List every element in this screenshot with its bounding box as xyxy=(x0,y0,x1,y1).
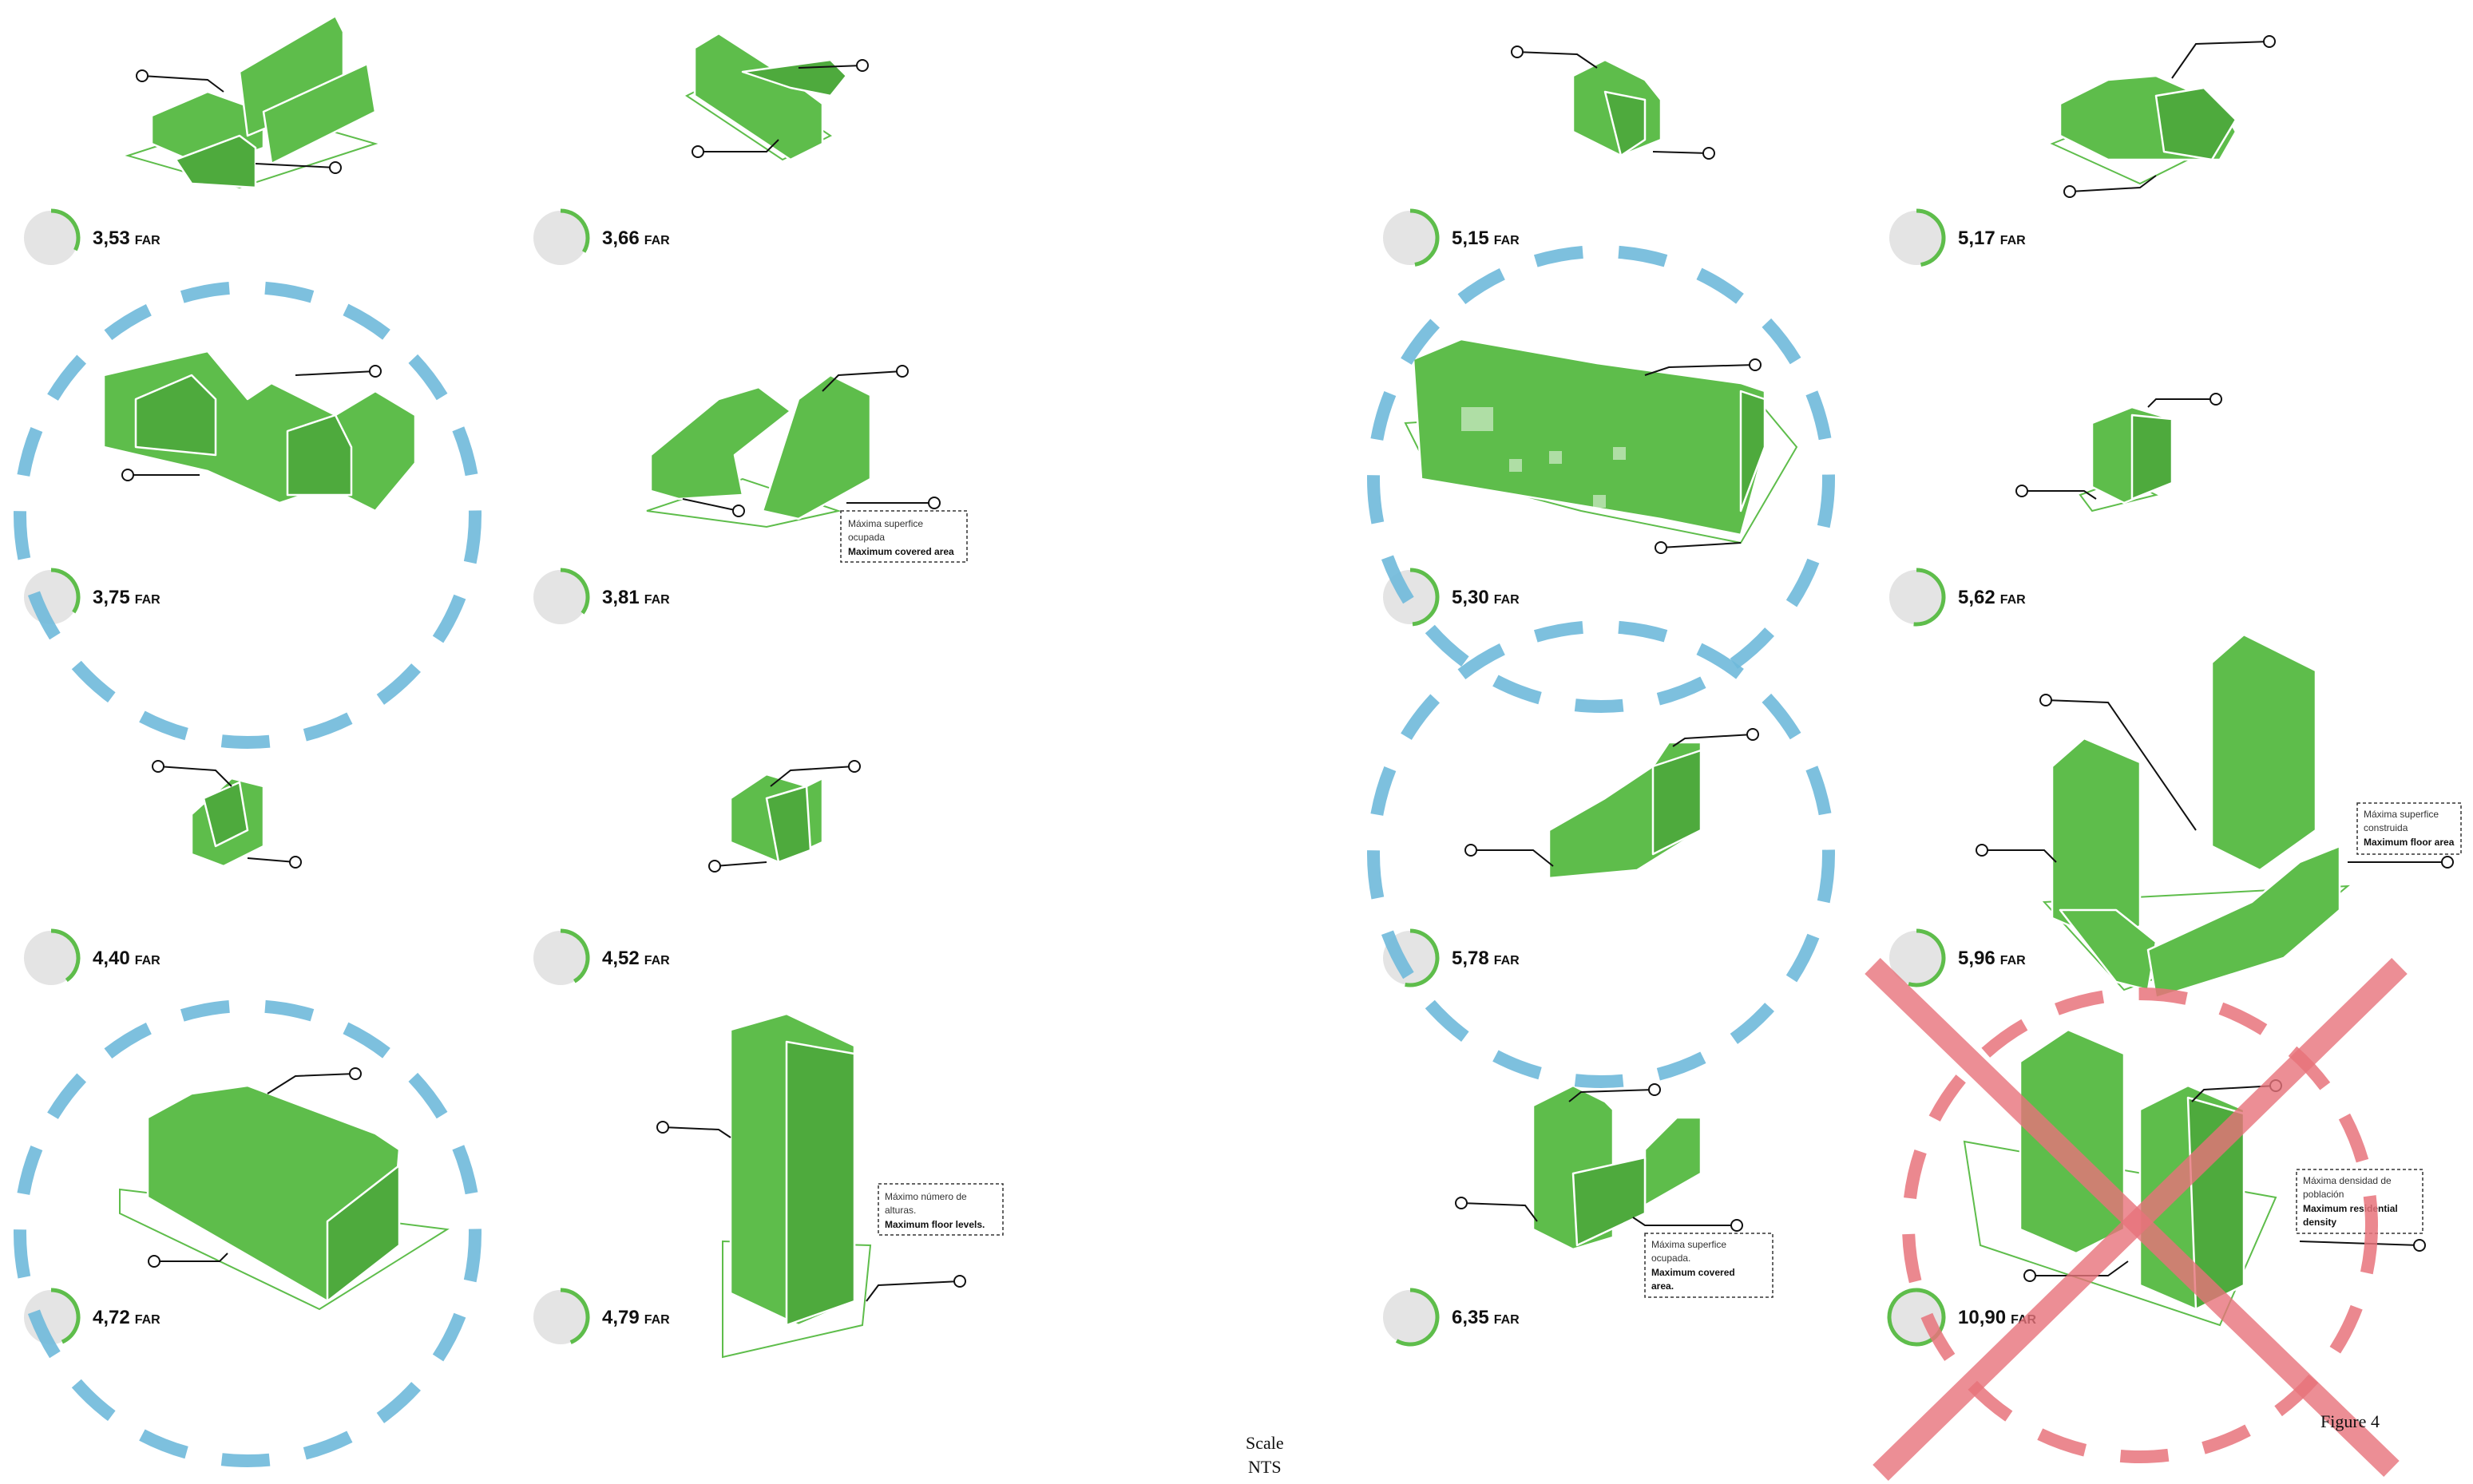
note-text-es: Máxima superfice xyxy=(848,518,923,529)
building-massing xyxy=(709,761,860,872)
far-unit: FAR xyxy=(135,593,161,607)
note-text-en: Maximum floor levels. xyxy=(885,1219,985,1230)
far-value: 5,30FAR xyxy=(1452,587,1520,608)
note-text-en: Maximum covered xyxy=(1651,1267,1735,1278)
building-massing xyxy=(2016,394,2221,511)
far-unit: FAR xyxy=(1494,954,1520,968)
note-max-floor-levels: Máximo número de alturas. Maximum floor … xyxy=(878,1184,1003,1235)
far-unit: FAR xyxy=(644,234,670,247)
far-unit: FAR xyxy=(644,593,670,607)
far-value: 5,62FAR xyxy=(1958,587,2026,608)
note-text-es: ocupada. xyxy=(1651,1252,1690,1264)
far-gauge: 6,35FAR xyxy=(1383,1290,1520,1344)
note-max-covered-area-2: Máxima superfice ocupada. Maximum covere… xyxy=(1645,1233,1773,1297)
scale-value: NTS xyxy=(1248,1457,1282,1477)
far-unit: FAR xyxy=(2000,234,2026,247)
note-text-en: Maximum residential xyxy=(2303,1203,2398,1214)
building-massing xyxy=(647,366,940,527)
note-max-floor-area: Máxima superfice construida Maximum floo… xyxy=(2357,803,2461,854)
far-unit: FAR xyxy=(1494,1313,1520,1327)
building-massing xyxy=(2052,36,2275,197)
note-text-en: density xyxy=(2303,1217,2336,1228)
note-text-es: Máxima densidad de xyxy=(2303,1175,2392,1186)
note-text-es: población xyxy=(2303,1189,2344,1200)
far-unit: FAR xyxy=(1494,593,1520,607)
far-unit: FAR xyxy=(135,234,161,247)
note-text-es: Máximo número de xyxy=(885,1191,967,1202)
building-massing xyxy=(1465,729,1758,878)
far-gauge: 3,53FAR xyxy=(24,211,161,265)
building-massing xyxy=(128,16,375,188)
note-text-es: alturas. xyxy=(885,1205,916,1216)
note-text-es: ocupada xyxy=(848,532,885,543)
note-max-covered-area: Máxima superfice ocupada Maximum covered… xyxy=(841,511,967,562)
far-gauge: 4,40FAR xyxy=(24,931,161,985)
scale-label: Scale xyxy=(1246,1433,1284,1453)
building-massing xyxy=(153,761,301,868)
note-text-en: Maximum floor area xyxy=(2364,837,2455,848)
building-massing xyxy=(687,34,868,160)
note-text-en: Maximum covered area xyxy=(848,546,954,557)
far-unit: FAR xyxy=(644,1313,670,1327)
note-max-residential-density: Máxima densidad de población Maximum res… xyxy=(2297,1169,2423,1233)
note-text-es: Máxima superfice xyxy=(1651,1239,1726,1250)
far-unit: FAR xyxy=(2000,954,2026,968)
building-massing xyxy=(104,351,415,511)
building-massing xyxy=(1405,339,1797,553)
far-unit: FAR xyxy=(644,954,670,968)
building-massing xyxy=(1456,1084,1742,1249)
far-unit: FAR xyxy=(135,954,161,968)
highlight-ring xyxy=(20,287,475,742)
note-text-en: area. xyxy=(1651,1280,1674,1292)
note-text-es: construida xyxy=(2364,822,2408,833)
far-unit: FAR xyxy=(1494,234,1520,247)
far-unit: FAR xyxy=(2000,593,2026,607)
building-massing xyxy=(1512,46,1714,159)
figure-label: Figure 4 xyxy=(2320,1411,2380,1431)
building-massing xyxy=(120,1068,447,1309)
far-unit: FAR xyxy=(135,1313,161,1327)
note-text-es: Máxima superfice xyxy=(2364,809,2439,820)
